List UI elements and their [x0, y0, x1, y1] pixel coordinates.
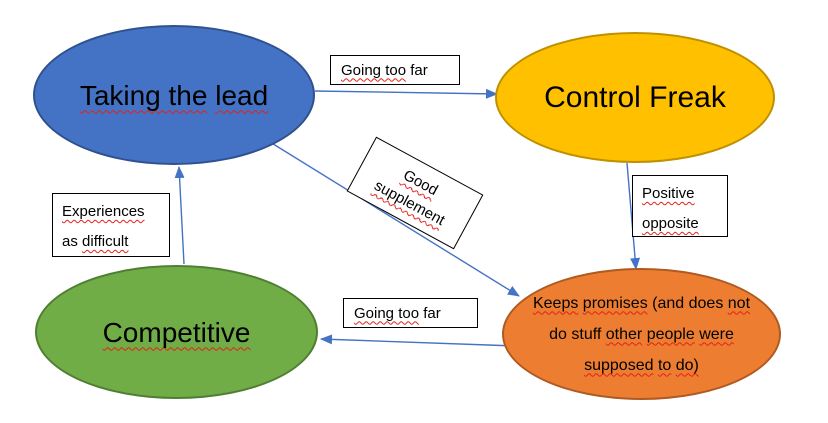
label-word: do stuff [549, 325, 602, 343]
edge-label-going-too-far-bottom[interactable]: Going too far [343, 298, 478, 328]
node-competitive-label: Competitive [103, 315, 251, 350]
label-word: people [646, 325, 695, 343]
edge-label-experiences-as-difficult[interactable]: Experiences as difficult [52, 193, 170, 257]
label-line: as difficult [62, 227, 169, 257]
arrow-competitive-to-taking[interactable] [174, 166, 185, 265]
label-word: other [605, 325, 643, 343]
label-word: far [410, 61, 428, 79]
label-word: far [423, 304, 441, 322]
arrow-keeps-to-competitive[interactable] [320, 334, 517, 347]
label-word: opposite [642, 215, 699, 232]
node-taking-the-lead[interactable]: Taking the lead [33, 25, 315, 165]
node-competitive[interactable]: Competitive [35, 265, 318, 399]
label-word: to [657, 356, 672, 374]
arrow-control-to-keeps[interactable] [626, 162, 641, 270]
label-word: as [62, 233, 78, 250]
label-word: Going too [341, 61, 407, 79]
label-line: opposite [642, 209, 727, 239]
edge-label-going-too-far-top[interactable]: Going too far [330, 55, 460, 85]
label-word: Taking the [79, 79, 208, 111]
label-word: lead [215, 79, 269, 111]
node-control-freak[interactable]: Control Freak [495, 32, 775, 163]
label-word: Positive [642, 185, 695, 202]
label-word: Experiences [62, 203, 145, 220]
label-text: Going too far [354, 305, 441, 322]
label-word: (and does [652, 294, 724, 312]
edge-label-positive-opposite[interactable]: Positive opposite [632, 175, 728, 237]
node-keeps-promises-label: Keeps promises (and does not do stuff ot… [506, 288, 778, 381]
node-keeps-promises[interactable]: Keeps promises (and does not do stuff ot… [502, 268, 781, 400]
node-taking-the-lead-label: Taking the lead [80, 78, 268, 113]
label-word: difficult [82, 233, 129, 250]
label-line: Experiences [62, 197, 169, 227]
label-line: Keeps promises (and does not [506, 288, 778, 319]
label-word: do) [675, 356, 699, 374]
label-word: were [699, 325, 734, 343]
label-word: promises [582, 294, 648, 312]
label-word: Competitive [102, 316, 251, 348]
label-word: Going too [354, 304, 420, 322]
arrow-taking-to-control[interactable] [314, 88, 498, 99]
label-line: supposed to do) [506, 350, 778, 381]
label-word: not [727, 294, 751, 312]
label-word: supposed [584, 356, 654, 374]
label-text: Going too far [341, 62, 428, 79]
label-line: Positive [642, 179, 727, 209]
arrow-taking-to-keeps[interactable] [269, 141, 520, 297]
label-word: Keeps [532, 294, 579, 312]
node-control-freak-label: Control Freak [544, 80, 726, 114]
label-line: do stuff other people were [506, 319, 778, 350]
